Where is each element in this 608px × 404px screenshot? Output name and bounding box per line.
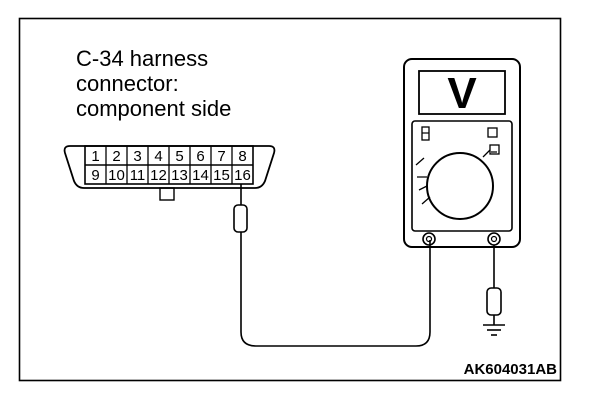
connector-caption-line-1: C-34 harness <box>76 46 208 71</box>
com-jack <box>422 232 436 246</box>
probe-handle <box>233 204 248 233</box>
range-button-icon <box>487 127 498 138</box>
mode-button-icon <box>489 144 500 155</box>
meter-display <box>418 70 506 115</box>
volt-symbol: V <box>447 69 477 118</box>
figure-frame <box>18 17 562 382</box>
pin-label-16: 16 <box>234 167 251 184</box>
pin-label-10: 10 <box>108 167 125 184</box>
ground-symbol-icon <box>483 324 505 336</box>
connector-caption-line-3: component side <box>76 96 231 121</box>
ground-lead <box>483 245 505 336</box>
pin-label-13: 13 <box>171 167 188 184</box>
test-lead-wire <box>240 232 431 347</box>
dial-tick-marks <box>415 149 497 205</box>
pin-dividers <box>105 146 233 184</box>
pin-label-6: 6 <box>196 148 204 165</box>
voltmeter: V <box>403 58 521 248</box>
volt-jack <box>487 232 501 246</box>
selector-dial <box>426 152 494 220</box>
connector-caption-line-2: connector: <box>76 71 179 96</box>
pin-label-12: 12 <box>150 167 167 184</box>
connector-housing <box>63 145 276 189</box>
pin-label-9: 9 <box>91 167 99 184</box>
pin-label-5: 5 <box>175 148 183 165</box>
ground-probe-handle <box>486 287 502 316</box>
pin-label-8: 8 <box>238 148 246 165</box>
pin-label-3: 3 <box>133 148 141 165</box>
figure-code: AK604031AB <box>464 361 558 378</box>
pin-label-14: 14 <box>192 167 209 184</box>
com-jack-inner <box>425 235 433 243</box>
pin-label-15: 15 <box>213 167 230 184</box>
pin-label-11: 11 <box>130 167 146 184</box>
pin-label-7: 7 <box>217 148 225 165</box>
pin-label-2: 2 <box>112 148 120 165</box>
meter-body <box>403 58 521 248</box>
pin-label-1: 1 <box>91 148 99 165</box>
pin-label-4: 4 <box>154 148 162 165</box>
connector-probe <box>233 184 248 233</box>
meter-panel <box>411 120 513 232</box>
volt-jack-inner <box>490 235 498 243</box>
connector-lock-tab <box>159 187 175 201</box>
